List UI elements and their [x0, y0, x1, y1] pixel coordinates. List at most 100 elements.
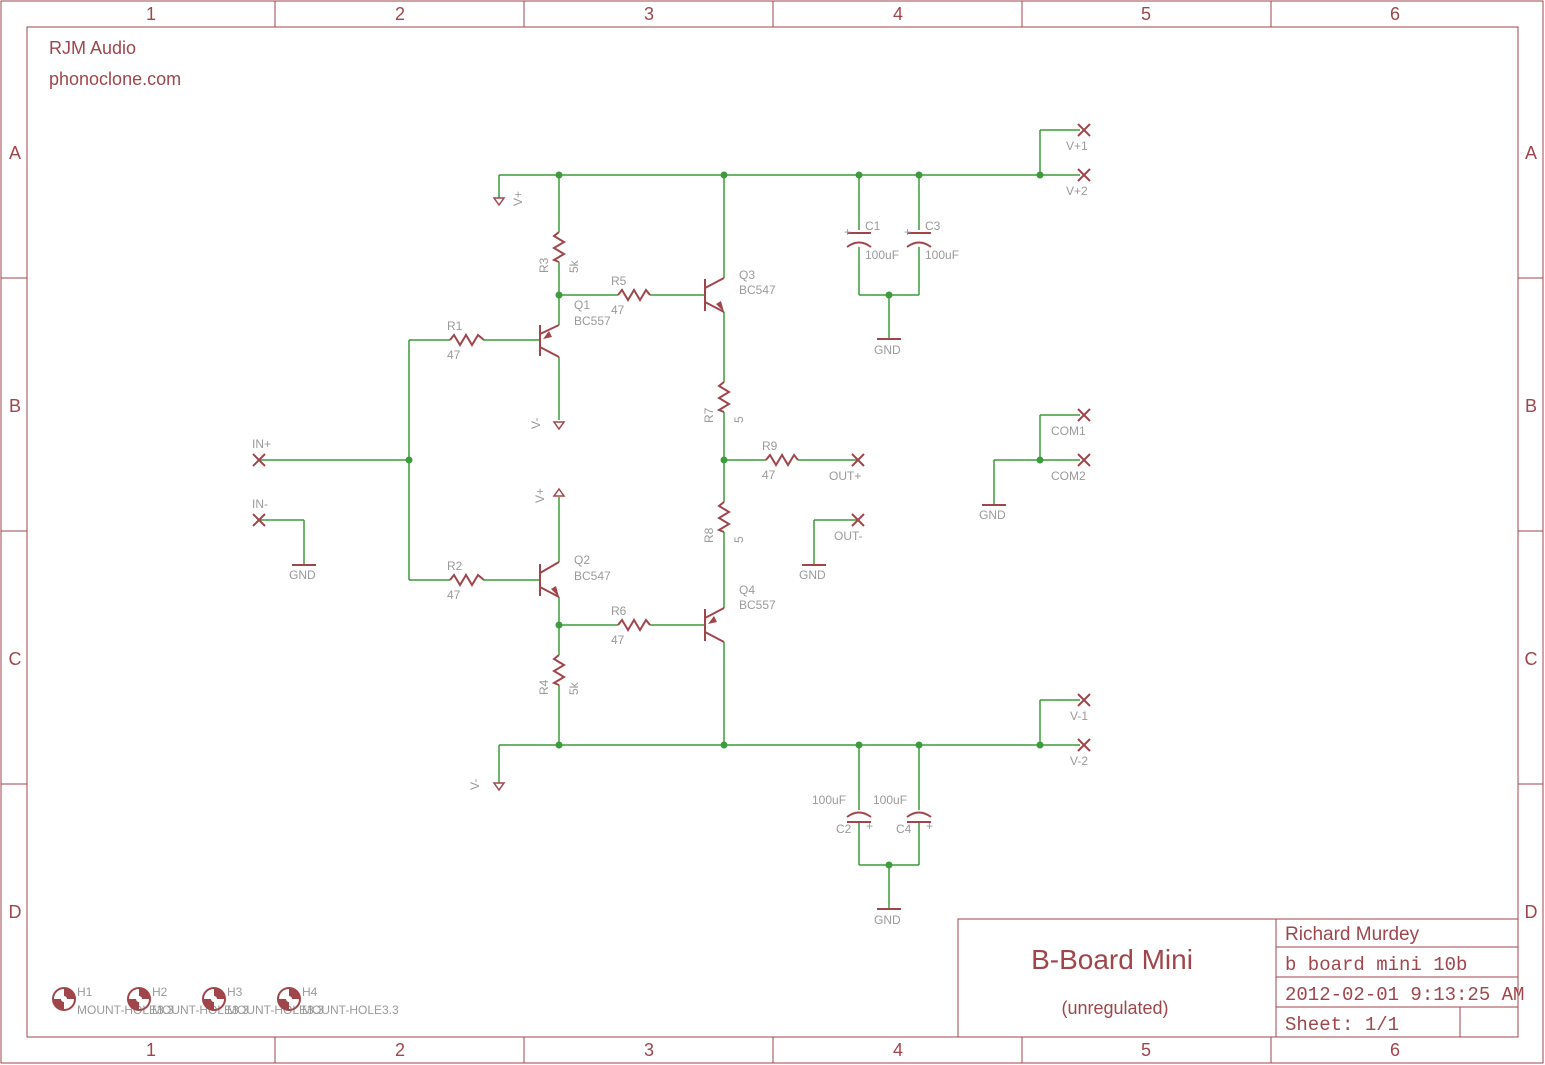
c1-plus: +	[844, 225, 851, 239]
row-label: C	[1525, 649, 1538, 669]
gnd-c1-c3: GND	[874, 338, 901, 357]
c4-value: 100uF	[873, 793, 907, 807]
col-label: 2	[395, 1040, 405, 1060]
mount-hole-name: H2	[152, 985, 168, 999]
transistor-q3[interactable]: Q3 BC547	[704, 268, 776, 313]
resistor-r6[interactable]: R6 47	[611, 604, 651, 647]
row-label: D	[9, 902, 22, 922]
title-block-title: B-Board Mini	[1031, 944, 1193, 975]
r2-name: R2	[447, 559, 463, 573]
pad-label: COM1	[1051, 424, 1086, 438]
pad-label: COM2	[1051, 469, 1086, 483]
mount-hole-value: MOUNT-HOLE3.3	[227, 1003, 324, 1017]
row-label: A	[9, 143, 21, 163]
pad-in-plus[interactable]: IN+	[252, 437, 271, 467]
mount-hole-name: H3	[227, 985, 243, 999]
gnd-out-minus: GND	[799, 564, 826, 582]
gnd-label: GND	[874, 343, 901, 357]
r9-value: 47	[762, 468, 776, 482]
col-label: 4	[893, 4, 903, 24]
gnd-c2-c4: GND	[874, 908, 901, 927]
c3-plus: +	[904, 225, 911, 239]
company-website[interactable]: phonoclone.com	[49, 69, 181, 89]
pad-com2[interactable]: COM2	[1051, 453, 1091, 483]
resistor-r8[interactable]: R8 5	[702, 501, 746, 543]
pad-vm1[interactable]: V-1	[1070, 693, 1091, 723]
gnd-label: GND	[979, 508, 1006, 522]
resistor-r2[interactable]: R2 47	[447, 559, 485, 602]
col-label: 4	[893, 1040, 903, 1060]
c2-plus: +	[866, 819, 873, 833]
q3-name: Q3	[739, 268, 755, 282]
col-label: 3	[644, 1040, 654, 1060]
title-block-author: Richard Murdey	[1285, 924, 1420, 945]
gnd-label: GND	[799, 568, 826, 582]
col-label: 5	[1141, 4, 1151, 24]
pad-label: IN-	[252, 497, 268, 511]
pad-vp2[interactable]: V+2	[1066, 168, 1091, 198]
r1-value: 47	[447, 348, 461, 362]
title-block-sheet: Sheet: 1/1	[1285, 1014, 1399, 1036]
col-label: 5	[1141, 1040, 1151, 1060]
resistor-r4[interactable]: R4 5k	[537, 654, 581, 695]
r8-name: R8	[702, 527, 716, 543]
c1-value: 100uF	[865, 248, 899, 262]
mount-hole-value: MOUNT-HOLE3.3	[77, 1003, 174, 1017]
pad-label: V-2	[1070, 754, 1088, 768]
row-label: D	[1525, 902, 1538, 922]
transistor-q1[interactable]: Q1 BC557	[539, 298, 611, 358]
resistor-r5[interactable]: R5 47	[611, 274, 651, 317]
r3-name: R3	[537, 257, 551, 273]
vplus-label: V+	[511, 191, 525, 206]
c4-plus: +	[926, 819, 933, 833]
mount-hole-h4[interactable]: H4 MOUNT-HOLE3.3	[277, 985, 399, 1017]
capacitor-c3[interactable]: + C3 100uF	[904, 219, 959, 262]
mount-hole-value: MOUNT-HOLE3.3	[302, 1003, 399, 1017]
pad-label: OUT+	[829, 469, 861, 483]
pad-label: IN+	[252, 437, 271, 451]
row-label: A	[1525, 143, 1537, 163]
mount-hole-name: H1	[77, 985, 93, 999]
mount-hole-h3[interactable]: H3 MOUNT-HOLE3.3	[202, 985, 324, 1017]
transistor-q4[interactable]: Q4 BC557	[704, 583, 776, 643]
mount-hole-h1[interactable]: H1 MOUNT-HOLE3.3	[52, 985, 174, 1017]
c4-name: C4	[896, 822, 912, 836]
q2-value: BC547	[574, 569, 611, 583]
pad-in-minus[interactable]: IN-	[252, 497, 268, 527]
resistor-r7[interactable]: R7 5	[702, 381, 746, 423]
title-block: B-Board Mini (unregulated) Richard Murde…	[957, 918, 1524, 1038]
mount-hole-h2[interactable]: H2 MOUNT-HOLE3.3	[127, 985, 249, 1017]
col-label: 1	[146, 4, 156, 24]
pad-vp1[interactable]: V+1	[1066, 123, 1091, 153]
pad-label: OUT-	[834, 529, 863, 543]
supply-vminus-bottom: V-	[468, 779, 506, 792]
resistor-r3[interactable]: R3 5k	[537, 231, 581, 273]
pad-com1[interactable]: COM1	[1051, 408, 1091, 438]
q3-value: BC547	[739, 283, 776, 297]
r3-value: 5k	[567, 259, 581, 273]
gnd-com: GND	[979, 504, 1006, 522]
c2-name: C2	[836, 822, 852, 836]
capacitor-c4[interactable]: + C4 100uF	[873, 793, 933, 836]
title-block-filename: b board mini 10b	[1285, 954, 1467, 976]
resistor-r9[interactable]: R9 47	[762, 439, 799, 482]
junctions	[405, 171, 1044, 869]
supply-vplus-top: V+	[492, 191, 525, 207]
q4-name: Q4	[739, 583, 755, 597]
pad-out-plus[interactable]: OUT+	[829, 453, 865, 483]
row-labels: A B C D A B C D	[9, 143, 1538, 922]
gnd-label: GND	[874, 913, 901, 927]
pad-out-minus[interactable]: OUT-	[834, 513, 865, 543]
capacitor-c1[interactable]: + C1 100uF	[844, 219, 899, 262]
transistor-q2[interactable]: Q2 BC547	[539, 553, 611, 598]
title-block-timestamp: 2012-02-01 9:13:25 AM	[1285, 984, 1524, 1006]
pad-label: V-1	[1070, 709, 1088, 723]
resistor-r1[interactable]: R1 47	[447, 319, 485, 362]
capacitor-c2[interactable]: + C2 100uF	[812, 793, 873, 836]
r6-value: 47	[611, 633, 625, 647]
q4-value: BC557	[739, 598, 776, 612]
pad-vm2[interactable]: V-2	[1070, 738, 1091, 768]
gnd-label: GND	[289, 568, 316, 582]
